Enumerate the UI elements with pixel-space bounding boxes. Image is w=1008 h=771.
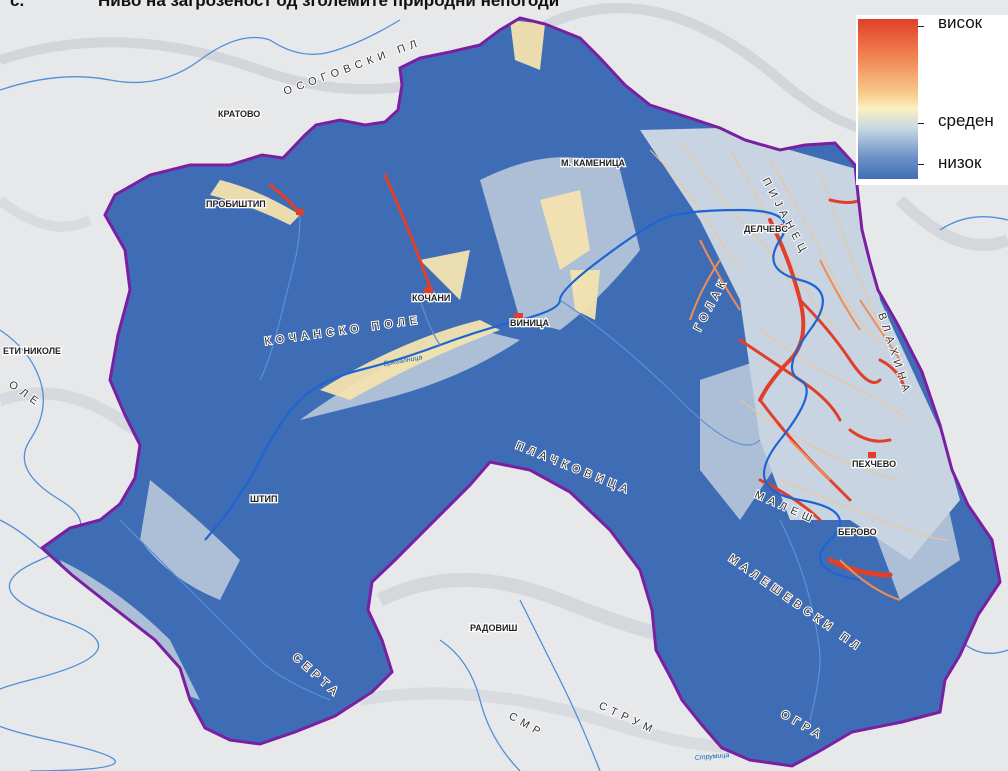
map-title-number: с. xyxy=(10,0,25,10)
legend-tick-medium xyxy=(918,123,924,124)
legend-tick-high xyxy=(918,26,924,27)
place-label-kratovo: КРАТОВО xyxy=(218,109,260,119)
place-label-vinica: ВИНИЦА xyxy=(510,318,550,328)
legend-color-ramp xyxy=(858,19,918,179)
place-label-radovish: РАДОВИШ xyxy=(470,623,517,633)
legend-label-high: висок xyxy=(938,13,983,32)
map-title: с. Ниво на загрозеност од зголемите прир… xyxy=(0,0,1008,17)
hazard-legend: висок среден низок xyxy=(856,13,1008,185)
river-label-strumica: Струмица xyxy=(695,752,730,762)
legend-label-medium: среден xyxy=(938,111,994,130)
place-label-sveti-nikole: ЕТИ НИКОЛЕ xyxy=(3,346,61,356)
place-label-kocani: КОЧАНИ xyxy=(412,293,450,303)
region-boundary xyxy=(39,16,1002,768)
map-title-text: Ниво на загрозеност од зголемите природн… xyxy=(98,0,560,10)
legend-label-low: низок xyxy=(938,153,982,172)
place-label-delcevo: ДЕЛЧЕВО xyxy=(744,224,788,234)
place-label-pehcevo: ПЕХЧЕВО xyxy=(852,459,896,469)
legend-tick-low xyxy=(918,164,924,165)
outer-rivers xyxy=(0,19,1008,771)
place-label-probishtip: ПРОБИШТИП xyxy=(206,199,266,209)
place-label-m-kamenica: М. КАМЕНИЦА xyxy=(561,158,626,168)
town-markers xyxy=(296,209,876,534)
place-label-stip: ШТИП xyxy=(250,494,277,504)
place-label-berovo: БЕРОВО xyxy=(838,527,877,537)
